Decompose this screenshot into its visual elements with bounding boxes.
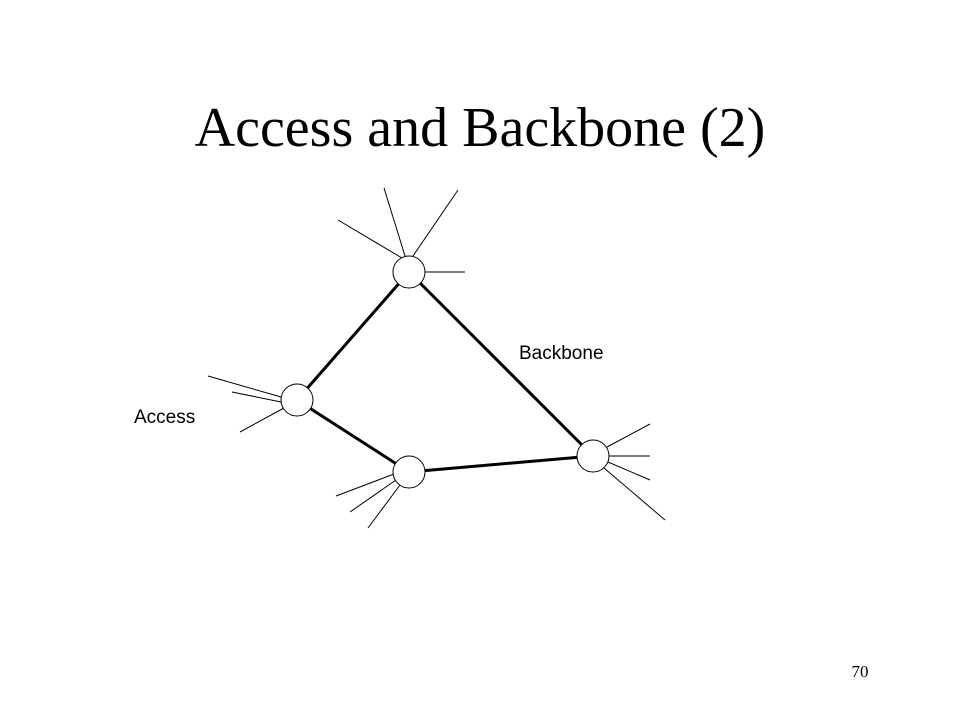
node-right bbox=[576, 439, 610, 473]
access-link-bottom-1 bbox=[335, 473, 395, 497]
backbone-link-top-left bbox=[295, 271, 411, 401]
access-link-top-2 bbox=[383, 187, 406, 257]
backbone-links bbox=[295, 270, 595, 474]
access-link-left-1 bbox=[207, 375, 282, 398]
node-top bbox=[392, 255, 426, 289]
backbone-link-left-bottom bbox=[296, 398, 410, 474]
access-link-left-3 bbox=[239, 407, 285, 433]
node-bottom bbox=[392, 455, 426, 489]
backbone-link-bottom-right bbox=[408, 454, 594, 474]
access-link-right-3 bbox=[607, 461, 651, 481]
access-link-bottom-2 bbox=[349, 479, 397, 513]
access-label: Access bbox=[134, 407, 195, 428]
access-link-top-3 bbox=[412, 189, 459, 257]
slide-title: Access and Backbone (2) bbox=[194, 97, 766, 159]
access-link-bottom-3 bbox=[367, 484, 401, 529]
access-link-right-1 bbox=[606, 423, 651, 448]
backbone-link-top-right bbox=[407, 270, 595, 458]
access-link-right-4 bbox=[603, 467, 666, 521]
access-link-top-1 bbox=[337, 219, 403, 259]
page-number: 70 bbox=[851, 662, 869, 681]
nodes bbox=[280, 255, 610, 489]
node-left bbox=[280, 383, 314, 417]
access-links bbox=[207, 187, 666, 529]
access-link-left-2 bbox=[231, 391, 282, 403]
backbone-label: Backbone bbox=[519, 343, 604, 364]
